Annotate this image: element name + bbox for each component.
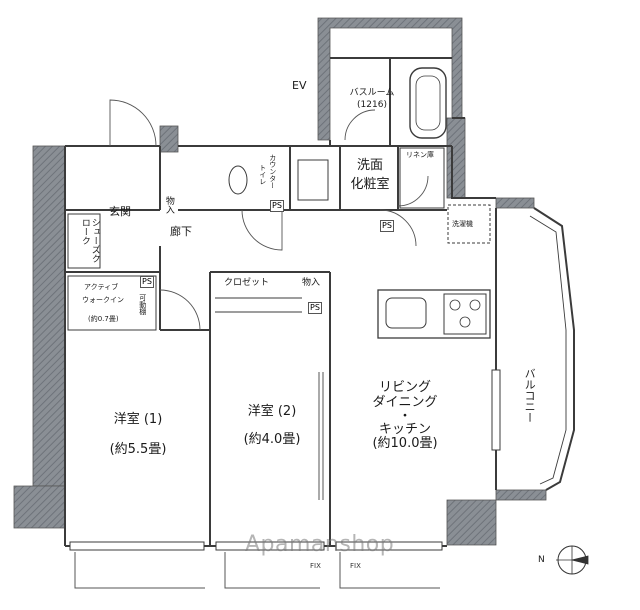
balcony-inner-line bbox=[529, 215, 567, 485]
wash-walls bbox=[178, 146, 447, 211]
ldk-label-2: ダイニング bbox=[372, 395, 438, 410]
balcony-bottom-wall bbox=[495, 489, 547, 501]
bathtub-inner bbox=[415, 75, 441, 131]
wash-basin bbox=[297, 159, 329, 201]
right-column bbox=[446, 117, 466, 199]
closet-label: クロゼット bbox=[224, 278, 270, 288]
ev-shaft-wall bbox=[317, 17, 463, 141]
balcony-top-wall bbox=[495, 197, 535, 209]
structural-walls bbox=[13, 17, 547, 546]
windows bbox=[69, 369, 501, 551]
window-south-1 bbox=[69, 541, 205, 551]
sliding-doors bbox=[74, 372, 440, 589]
bathroom-label: バスルーム bbox=[349, 88, 395, 98]
ldk-size: (約10.0畳) bbox=[372, 436, 438, 451]
balcony-label: バルコニー bbox=[523, 368, 537, 423]
bedroom1-label: 洋室 (1) bbox=[113, 412, 163, 427]
right-lower-column bbox=[446, 499, 497, 546]
toilet-label: トイレ bbox=[258, 164, 267, 185]
fix-label: FIX bbox=[350, 562, 361, 570]
bath-door bbox=[344, 109, 376, 141]
entrance-door bbox=[109, 99, 157, 147]
fix-label: FIX bbox=[310, 562, 321, 570]
wic-label-2: ウォークイン bbox=[82, 296, 124, 304]
top-left-column bbox=[159, 125, 179, 153]
bedroom1-door bbox=[159, 289, 201, 331]
storage-label-2: 物入 bbox=[302, 278, 321, 288]
window-south-3 bbox=[335, 541, 443, 551]
burner-2 bbox=[469, 299, 481, 311]
kitchen-counter bbox=[377, 289, 491, 339]
bedroom2-size: (約4.0畳) bbox=[243, 432, 301, 447]
ldk-label-1: リビング bbox=[378, 380, 432, 395]
ps-tag: PS bbox=[140, 276, 154, 288]
corridor-label: 廊下 bbox=[170, 225, 192, 238]
shoes-cloak-label: シューズクローク bbox=[79, 218, 100, 263]
window-south-2 bbox=[215, 541, 325, 551]
entrance-label: 玄関 bbox=[109, 205, 131, 218]
corridor-walls bbox=[159, 246, 331, 546]
ldk-label-4: キッチン bbox=[378, 422, 432, 437]
watermark: Apamanshop bbox=[245, 532, 395, 557]
bath-walls bbox=[330, 57, 496, 199]
storage-label-1: 物入 bbox=[163, 196, 174, 214]
left-pier bbox=[13, 485, 66, 529]
stove bbox=[443, 293, 487, 335]
counter-label: カウンター bbox=[268, 154, 277, 189]
partitions bbox=[64, 57, 497, 547]
bedroom2-label: 洋室 (2) bbox=[247, 404, 297, 419]
wic-size: (約0.7畳) bbox=[88, 315, 119, 323]
bedroom2-door bbox=[241, 209, 283, 251]
entrance-walls bbox=[65, 146, 161, 273]
bedroom1-size: (約5.5畳) bbox=[109, 442, 167, 457]
ps-tag: PS bbox=[380, 220, 394, 232]
bathroom-size: (1216) bbox=[357, 100, 387, 110]
burner-1 bbox=[449, 299, 461, 311]
wash-door bbox=[397, 175, 429, 207]
wic-label-1: アクティブ bbox=[84, 283, 119, 291]
washroom-label-2: 化粧室 bbox=[350, 177, 390, 192]
washroom-label-1: 洗面 bbox=[356, 158, 384, 173]
kitchen-sink bbox=[385, 297, 427, 329]
bathtub bbox=[409, 67, 447, 139]
washer-pan bbox=[447, 204, 491, 244]
closet-shelf bbox=[215, 297, 302, 313]
ldk-door bbox=[379, 209, 417, 247]
walk-in-closet bbox=[67, 275, 157, 331]
shoes-cloak bbox=[67, 213, 101, 269]
ps-tag: PS bbox=[270, 200, 284, 212]
left-column bbox=[32, 145, 66, 487]
north-label: N bbox=[538, 555, 545, 565]
movable-shelf-label: 可動棚 bbox=[138, 294, 147, 315]
ldk-label-3: ・ bbox=[398, 409, 412, 424]
burner-3 bbox=[459, 316, 471, 328]
door-swings bbox=[109, 99, 429, 331]
ev-label: EV bbox=[292, 79, 307, 92]
linen-cabinet-label: リネン庫 bbox=[406, 151, 434, 159]
window-east bbox=[491, 369, 501, 451]
compass-needle bbox=[556, 546, 589, 574]
linen-cabinet bbox=[399, 147, 445, 209]
balcony-outline bbox=[533, 207, 575, 491]
ps-tag: PS bbox=[308, 302, 322, 314]
washer-pan-label: 洗濯機 bbox=[452, 220, 473, 228]
toilet bbox=[228, 165, 248, 195]
